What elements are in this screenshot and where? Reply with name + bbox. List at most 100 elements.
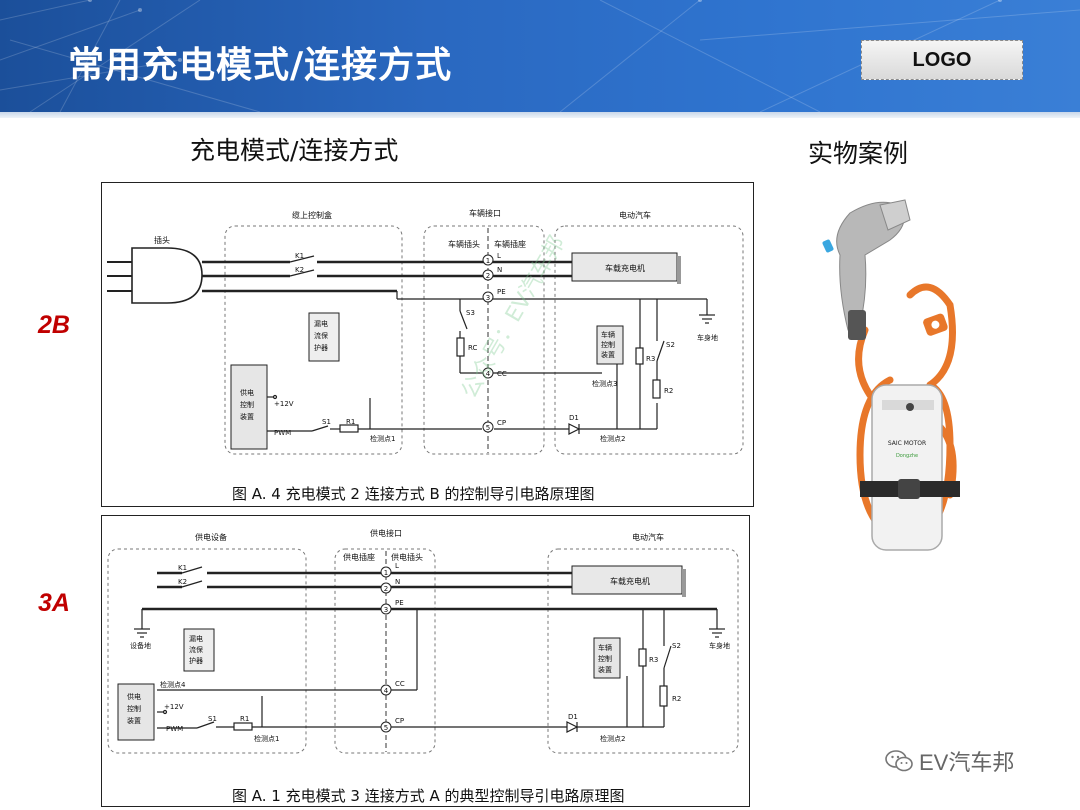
l-label-3a: L bbox=[395, 562, 399, 570]
supply-socket-label: 供电插座 bbox=[343, 552, 375, 562]
rcd-line1: 漏电 bbox=[314, 319, 328, 328]
network-decoration bbox=[0, 0, 1080, 112]
diagram-2b-circuit: 缆上控制盒 车辆接口 电动汽车 插头 车辆插头 车辆插座 K1 K2 L bbox=[107, 208, 744, 455]
box-interface-label-3a: 供电接口 bbox=[370, 528, 402, 538]
cc-label: CC bbox=[497, 370, 507, 378]
node-3: 3 bbox=[486, 294, 490, 302]
page-title: 常用充电模式/连接方式 bbox=[68, 45, 453, 86]
r3-label-3a: R3 bbox=[649, 656, 658, 664]
pwm-label-3a: PWM bbox=[166, 725, 183, 733]
det3-label: 检测点3 bbox=[592, 379, 617, 388]
wechat-icon bbox=[885, 750, 913, 772]
rcd-3a-line1: 漏电 bbox=[189, 634, 203, 643]
box-supply-label: 供电设备 bbox=[195, 532, 227, 542]
node-2: 2 bbox=[486, 272, 490, 280]
vehicle-ctrl-line3: 装置 bbox=[601, 350, 615, 359]
cp-label-3a: CP bbox=[395, 717, 404, 725]
vehicle-ctrl-line2: 控制 bbox=[601, 340, 615, 349]
supply-ctrl-3a-line3: 装置 bbox=[127, 716, 141, 725]
d1-label-3a: D1 bbox=[568, 713, 578, 721]
vehicle-ctrl-3a-line3: 装置 bbox=[598, 665, 612, 674]
charger-product-image: SAIC MOTOR Dongzhe bbox=[822, 199, 960, 551]
wechat-label: EV汽车邦 bbox=[919, 750, 1015, 775]
supply-plug-label: 供电插头 bbox=[391, 552, 423, 562]
d1-label: D1 bbox=[569, 414, 579, 422]
onboard-charger bbox=[571, 252, 678, 282]
pe-label: PE bbox=[497, 288, 506, 296]
r2-label-3a: R2 bbox=[672, 695, 681, 703]
header-divider bbox=[0, 112, 1080, 118]
box-interface-label: 车辆接口 bbox=[469, 208, 501, 218]
det2-label: 检测点2 bbox=[600, 434, 625, 443]
cp-label: CP bbox=[497, 419, 506, 427]
plug-label: 插头 bbox=[154, 235, 170, 245]
vehicle-ctrl-line1: 车辆 bbox=[601, 330, 615, 339]
k1-label: K1 bbox=[295, 252, 304, 260]
vehicle-socket-label: 车辆插座 bbox=[494, 239, 526, 249]
supply-control-box-3a bbox=[117, 683, 155, 741]
product-brand: SAIC MOTOR bbox=[888, 440, 926, 447]
node-5-3a: 5 bbox=[384, 724, 388, 732]
diagram-2b-panel: 缆上控制盒 车辆接口 电动汽车 插头 车辆插头 车辆插座 K1 K2 L bbox=[101, 182, 754, 507]
s3-label: S3 bbox=[466, 309, 475, 317]
node-1: 1 bbox=[486, 257, 490, 265]
det1-label: 检测点1 bbox=[370, 434, 395, 443]
box-control-label: 缆上控制盒 bbox=[292, 210, 332, 220]
supply-control-box bbox=[230, 364, 268, 450]
r1-label-3a: R1 bbox=[240, 715, 249, 723]
plug-icon bbox=[131, 247, 203, 304]
node-5: 5 bbox=[486, 424, 490, 432]
pwm-label: PWM bbox=[274, 429, 291, 437]
node-2-3a: 2 bbox=[384, 585, 388, 593]
charger-label-3a: 车载充电机 bbox=[610, 576, 650, 586]
mode-label-3a: 3A bbox=[38, 589, 70, 617]
s1-label: S1 bbox=[322, 418, 331, 426]
vehicle-control-box-3a bbox=[593, 637, 621, 679]
r1-label: R1 bbox=[346, 418, 355, 426]
box-vehicle-label-3a: 电动汽车 bbox=[632, 532, 664, 542]
n-label: N bbox=[497, 266, 502, 274]
v12-label: +12V bbox=[274, 400, 294, 408]
diagram-3a-panel: 供电设备 供电接口 电动汽车 供电插座 供电插头 bbox=[101, 515, 750, 807]
s2-label-3a: S2 bbox=[672, 642, 681, 650]
rcd-line2: 流保 bbox=[314, 331, 328, 340]
r2-label: R2 bbox=[664, 387, 673, 395]
k1-label-3a: K1 bbox=[178, 564, 187, 572]
onboard-charger-3a bbox=[571, 565, 683, 595]
supply-ctrl-line1: 供电 bbox=[240, 388, 254, 397]
r3-label: R3 bbox=[646, 355, 655, 363]
box-vehicle-label: 电动汽车 bbox=[619, 210, 651, 220]
supply-ctrl-line3: 装置 bbox=[240, 412, 254, 421]
rcd-box-3a bbox=[183, 628, 215, 672]
node-3-3a: 3 bbox=[384, 606, 388, 614]
supply-ctrl-3a-line1: 供电 bbox=[127, 692, 141, 701]
vehicle-ctrl-3a-line1: 车辆 bbox=[598, 643, 612, 652]
rcd-box bbox=[308, 312, 340, 362]
node-4-3a: 4 bbox=[384, 687, 389, 695]
vehicle-ctrl-3a-line2: 控制 bbox=[598, 654, 612, 663]
right-heading: 实物案例 bbox=[808, 139, 909, 168]
rc-label: RC bbox=[468, 344, 478, 352]
rcd-3a-line2: 流保 bbox=[189, 645, 203, 654]
det4-label: 检测点4 bbox=[160, 680, 186, 689]
header-banner: 常用充电模式/连接方式 LOGO bbox=[0, 0, 1080, 112]
supply-ctrl-3a-line2: 控制 bbox=[127, 704, 141, 713]
s1-label-3a: S1 bbox=[208, 715, 217, 723]
left-heading: 充电模式/连接方式 bbox=[190, 136, 399, 165]
diagram-2b-caption: 图 A. 4 充电模式 2 连接方式 B 的控制导引电路原理图 bbox=[232, 485, 595, 503]
rcd-line3: 护器 bbox=[314, 343, 328, 352]
rcd-3a-line3: 护器 bbox=[189, 656, 203, 665]
v12-label-3a: +12V bbox=[164, 703, 184, 711]
charger-label: 车载充电机 bbox=[605, 263, 645, 273]
cc-label-3a: CC bbox=[395, 680, 405, 688]
n-label-3a: N bbox=[395, 578, 400, 586]
mode-label-2b: 2B bbox=[38, 311, 70, 339]
diagram-3a-circuit: 供电设备 供电接口 电动汽车 供电插座 供电插头 bbox=[107, 528, 739, 754]
k2-label: K2 bbox=[295, 266, 304, 274]
diagram-3a-caption: 图 A. 1 充电模式 3 连接方式 A 的典型控制导引电路原理图 bbox=[232, 787, 625, 805]
product-sub: Dongzhe bbox=[896, 453, 918, 459]
l-label: L bbox=[497, 252, 501, 260]
supply-ctrl-line2: 控制 bbox=[240, 400, 254, 409]
equip-ground-label: 设备地 bbox=[130, 641, 151, 650]
logo-placeholder: LOGO bbox=[861, 40, 1023, 80]
